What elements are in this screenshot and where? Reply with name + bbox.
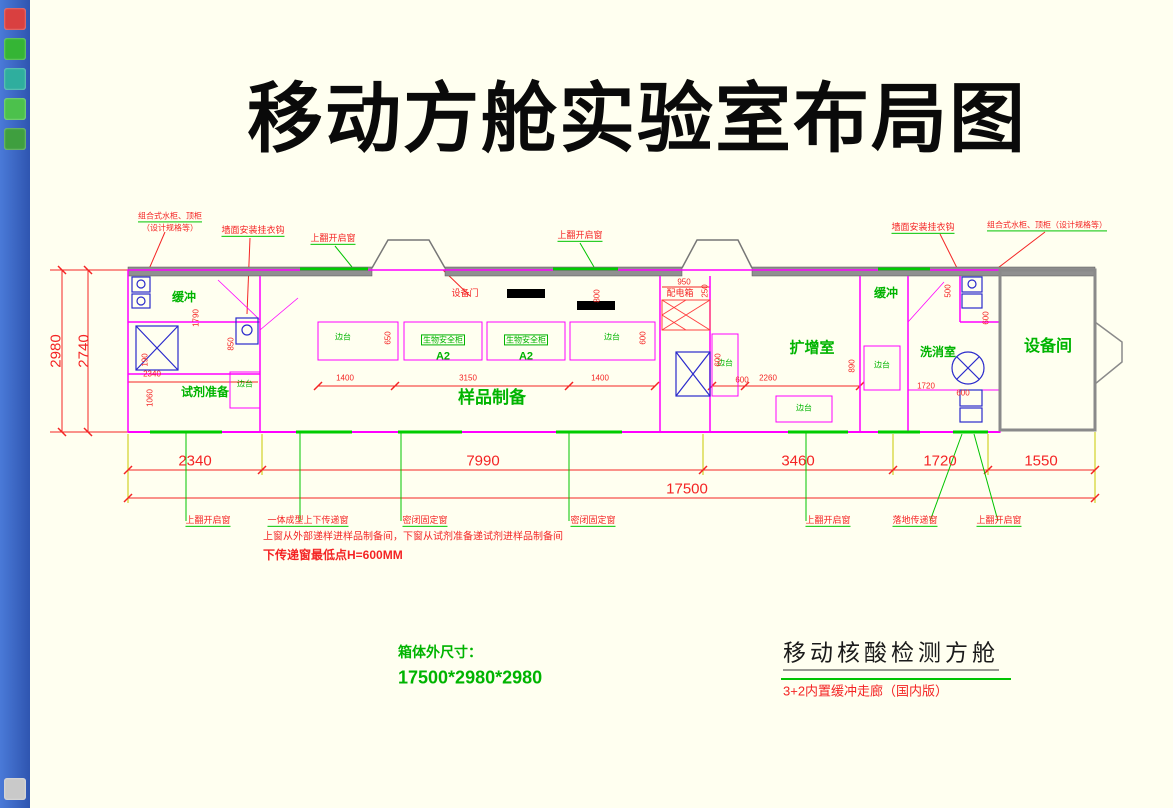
green-leaders xyxy=(185,242,999,522)
dim-bottom-3: 3460 xyxy=(781,452,815,470)
bench-label-1: 边台 xyxy=(335,332,351,342)
annotation-water-cabinet-left-2: （设计规格等） xyxy=(142,223,198,233)
dimension-lines xyxy=(50,269,1095,499)
biosafety-model-1: A2 xyxy=(435,350,451,363)
dim-1060: 1060 xyxy=(145,389,155,407)
window-label-1: 上翻开启窗 xyxy=(185,515,231,528)
walls xyxy=(127,239,1123,433)
dim-600-e: 600 xyxy=(981,311,991,325)
box-size-label: 箱体外尺寸： xyxy=(398,643,482,660)
dim-850: 850 xyxy=(226,337,236,351)
dim-500: 500 xyxy=(943,284,953,298)
dim-650: 650 xyxy=(383,331,393,345)
dim-1400-b: 1400 xyxy=(591,373,609,383)
dim-600-b: 600 xyxy=(713,353,723,367)
left-toolbar xyxy=(0,0,30,808)
dim-250: 250 xyxy=(700,284,710,298)
window-label-5: 上翻开启窗 xyxy=(805,515,851,528)
toolbar-icon-4[interactable] xyxy=(4,98,26,120)
bench-outlines xyxy=(229,321,901,423)
power-box-label: 配电箱 xyxy=(666,287,694,298)
dim-bottom-1: 2340 xyxy=(178,452,212,470)
annotation-water-cabinet-right: 组合式水柜、顶柜（设计规格等） xyxy=(987,220,1107,232)
box-size-value: 17500*2980*2980 xyxy=(398,667,543,688)
biosafety-cabinet-outline-1 xyxy=(403,321,483,361)
toolbar-icon-6[interactable] xyxy=(4,778,26,800)
room-sample-prep: 样品制备 xyxy=(458,388,526,408)
toolbar-icon-2[interactable] xyxy=(4,38,26,60)
dim-950: 950 xyxy=(677,277,691,287)
bench-label-5: 边台 xyxy=(796,403,812,413)
dim-total-length: 17500 xyxy=(666,480,708,498)
equipment-door-symbol-2 xyxy=(681,239,753,269)
product-name-underline xyxy=(781,678,1011,680)
dim-1720-inner: 1720 xyxy=(917,381,935,391)
dim-3150: 3150 xyxy=(459,373,477,383)
biosafety-model-2: A2 xyxy=(518,350,534,363)
power-box-symbol xyxy=(661,299,711,331)
dim-190: 190 xyxy=(140,353,150,367)
room-amplification: 扩增室 xyxy=(789,339,835,357)
note-transfer-height: 下传递窗最低点H=600MM xyxy=(263,548,403,563)
dim-bottom-5: 1550 xyxy=(1024,452,1058,470)
dim-890: 890 xyxy=(847,359,857,373)
window-label-3: 密闭固定窗 xyxy=(402,515,448,528)
annotation-top-window-left: 上翻开启窗 xyxy=(310,233,356,246)
toolbar-icon-3[interactable] xyxy=(4,68,26,90)
biosafety-cabinet-outline-2 xyxy=(486,321,566,361)
annotation-coat-hook-right: 墙面安装挂衣钩 xyxy=(891,222,955,235)
room-equipment: 设备间 xyxy=(1023,337,1073,355)
room-washing: 洗消室 xyxy=(919,345,957,360)
dim-1400-a: 1400 xyxy=(336,373,354,383)
annotation-coat-hook-left: 墙面安装挂衣钩 xyxy=(221,225,285,238)
product-variant: 3+2内置缓冲走廊（国内版） xyxy=(783,683,949,699)
dim-1790: 1790 xyxy=(191,309,201,327)
dim-800: 800 xyxy=(592,289,602,303)
window-segments xyxy=(150,267,988,434)
equipment-door-label: 设备门 xyxy=(451,287,479,298)
window-label-7: 上翻开启窗 xyxy=(976,515,1022,528)
dim-600-c: 600 xyxy=(735,375,749,385)
washer-symbol xyxy=(951,351,985,385)
annotation-top-window-mid: 上翻开启窗 xyxy=(557,230,603,243)
drawing-title: 移动方舱实验室布局图 xyxy=(247,77,1027,162)
door-panels xyxy=(507,289,615,310)
dim-bottom-4: 1720 xyxy=(923,452,957,470)
dim-height-outer: 2980 xyxy=(47,334,65,368)
dim-2260: 2260 xyxy=(759,373,777,383)
bench-label-3: 边台 xyxy=(237,379,253,389)
toolbar-icon-5[interactable] xyxy=(4,128,26,150)
room-buffer-left: 缓冲 xyxy=(171,290,197,305)
equipment-door-symbol-1 xyxy=(371,239,446,269)
biosafety-cabinet-label-2: 生物安全柜 xyxy=(504,334,548,346)
product-name: 移动核酸检测方舱 xyxy=(783,634,999,671)
room-reagent-prep: 试剂准备 xyxy=(180,385,230,400)
sink-fixtures xyxy=(131,276,985,423)
dim-2340-inner: 2340 xyxy=(143,369,161,379)
bench-label-4: 边台 xyxy=(717,358,733,368)
window-label-2: 一体成型上下传递窗 xyxy=(267,515,349,528)
extension-lines xyxy=(127,432,1096,503)
dimension-ticks xyxy=(57,265,1100,503)
window-label-6: 落地传递窗 xyxy=(892,515,938,528)
bench-label-6: 边台 xyxy=(874,360,890,370)
bench-label-2: 边台 xyxy=(604,332,620,342)
toolbar-icon-1[interactable] xyxy=(4,8,26,30)
annotation-water-cabinet-left: 组合式水柜、顶柜 xyxy=(138,211,202,223)
room-buffer-right: 缓冲 xyxy=(873,286,899,301)
biosafety-cabinet-label-1: 生物安全柜 xyxy=(421,334,465,346)
dim-600-d: 600 xyxy=(956,388,970,398)
dim-bottom-2: 7990 xyxy=(466,452,500,470)
window-label-4: 密闭固定窗 xyxy=(570,515,616,528)
dim-600-a: 600 xyxy=(638,331,648,345)
dim-height-inner: 2740 xyxy=(75,334,93,368)
note-transfer-window: 上窗从外部递样进样品制备间，下窗从试剂准备递试剂进样品制备间 xyxy=(263,531,563,543)
